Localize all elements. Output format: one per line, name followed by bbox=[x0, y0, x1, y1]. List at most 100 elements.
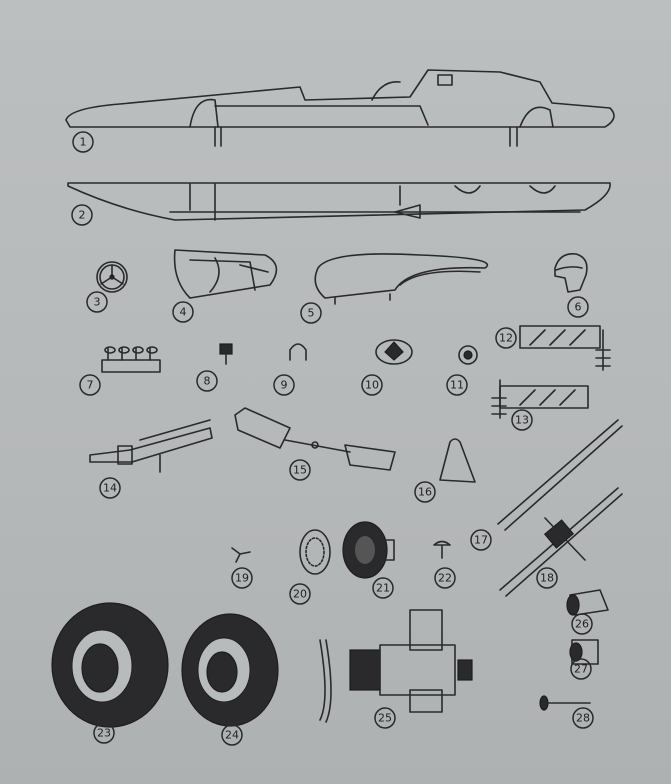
part-8-small-fitting bbox=[219, 343, 233, 365]
part-28-screw bbox=[539, 695, 591, 711]
label-circle bbox=[72, 131, 94, 153]
part-label-5: 5 bbox=[300, 302, 322, 324]
part-label-21: 21 bbox=[372, 577, 394, 599]
label-number: 20 bbox=[293, 588, 307, 601]
part-17-shaft bbox=[497, 419, 623, 531]
part-label-26: 26 bbox=[571, 613, 593, 635]
part-label-28: 28 bbox=[572, 707, 594, 729]
part-19-clip bbox=[231, 547, 251, 563]
label-circle bbox=[374, 707, 396, 729]
label-number: 8 bbox=[204, 375, 211, 388]
part-27-bushing bbox=[569, 639, 599, 665]
part-label-15: 15 bbox=[289, 459, 311, 481]
part-2-chassis bbox=[67, 182, 611, 221]
part-label-4: 4 bbox=[172, 301, 194, 323]
label-number: 10 bbox=[365, 379, 379, 392]
label-number: 23 bbox=[97, 727, 111, 740]
label-circle bbox=[572, 707, 594, 729]
part-label-7: 7 bbox=[79, 374, 101, 396]
part-label-13: 13 bbox=[511, 409, 533, 431]
label-circle bbox=[300, 302, 322, 324]
part-18-rear-axle bbox=[499, 487, 623, 597]
part-label-10: 10 bbox=[361, 374, 383, 396]
label-circle bbox=[231, 567, 253, 589]
part-21-hub bbox=[342, 521, 395, 579]
part-6-driver-head bbox=[554, 252, 588, 293]
label-circle bbox=[196, 370, 218, 392]
label-circle bbox=[86, 291, 108, 313]
part-1-body-shell bbox=[65, 69, 615, 147]
part-26-bushing bbox=[566, 589, 609, 616]
label-circle bbox=[511, 409, 533, 431]
part-label-24: 24 bbox=[221, 724, 243, 746]
label-number: 14 bbox=[103, 482, 117, 495]
label-number: 12 bbox=[499, 332, 513, 345]
label-circle bbox=[289, 459, 311, 481]
label-circle bbox=[273, 374, 295, 396]
label-circle bbox=[570, 658, 592, 680]
label-number: 26 bbox=[575, 618, 589, 631]
label-number: 21 bbox=[376, 582, 390, 595]
label-number: 15 bbox=[293, 464, 307, 477]
label-circle bbox=[536, 567, 558, 589]
label-number: 9 bbox=[281, 379, 288, 392]
part-9-roll-bar bbox=[289, 343, 307, 361]
part-label-22: 22 bbox=[434, 567, 456, 589]
label-circle bbox=[495, 327, 517, 349]
label-number: 22 bbox=[438, 572, 452, 585]
label-circle bbox=[172, 301, 194, 323]
part-label-27: 27 bbox=[570, 658, 592, 680]
label-circle bbox=[372, 577, 394, 599]
label-circle bbox=[99, 477, 121, 499]
part-label-19: 19 bbox=[231, 567, 253, 589]
label-number: 11 bbox=[450, 379, 464, 392]
part-3-steering-wheel bbox=[96, 261, 128, 293]
part-label-3: 3 bbox=[86, 291, 108, 313]
label-number: 5 bbox=[308, 307, 315, 320]
part-label-17: 17 bbox=[470, 529, 492, 551]
part-label-16: 16 bbox=[414, 481, 436, 503]
label-number: 2 bbox=[79, 209, 86, 222]
label-number: 1 bbox=[80, 136, 87, 149]
label-number: 28 bbox=[576, 712, 590, 725]
part-15-front-axle bbox=[234, 407, 396, 471]
label-circle bbox=[79, 374, 101, 396]
label-number: 6 bbox=[575, 301, 582, 314]
label-circle bbox=[414, 481, 436, 503]
part-12-guide bbox=[519, 325, 611, 371]
part-10-badge bbox=[375, 339, 413, 365]
part-20-gear bbox=[299, 529, 331, 575]
label-number: 24 bbox=[225, 729, 239, 742]
part-22-pin bbox=[433, 540, 451, 559]
label-number: 13 bbox=[515, 414, 529, 427]
label-circle bbox=[361, 374, 383, 396]
label-number: 3 bbox=[94, 296, 101, 309]
part-label-1: 1 bbox=[72, 131, 94, 153]
part-7-exhaust bbox=[101, 346, 161, 373]
part-11-knob bbox=[458, 345, 478, 365]
label-number: 18 bbox=[540, 572, 554, 585]
part-label-14: 14 bbox=[99, 477, 121, 499]
part-23-rear-tire bbox=[51, 602, 169, 728]
label-number: 4 bbox=[180, 306, 187, 319]
label-number: 7 bbox=[87, 379, 94, 392]
part-14-bracket bbox=[89, 419, 213, 473]
part-label-6: 6 bbox=[567, 296, 589, 318]
label-circle bbox=[93, 722, 115, 744]
part-label-12: 12 bbox=[495, 327, 517, 349]
label-circle bbox=[71, 204, 93, 226]
part-label-11: 11 bbox=[446, 374, 468, 396]
part-label-9: 9 bbox=[273, 374, 295, 396]
label-circle bbox=[289, 583, 311, 605]
part-24-front-tire bbox=[181, 613, 279, 727]
part-label-23: 23 bbox=[93, 722, 115, 744]
label-number: 16 bbox=[418, 486, 432, 499]
part-label-18: 18 bbox=[536, 567, 558, 589]
part-4-interior bbox=[173, 249, 278, 299]
part-13-guide bbox=[491, 379, 589, 419]
part-25-motor bbox=[319, 609, 473, 723]
label-number: 25 bbox=[378, 712, 392, 725]
label-circle bbox=[446, 374, 468, 396]
